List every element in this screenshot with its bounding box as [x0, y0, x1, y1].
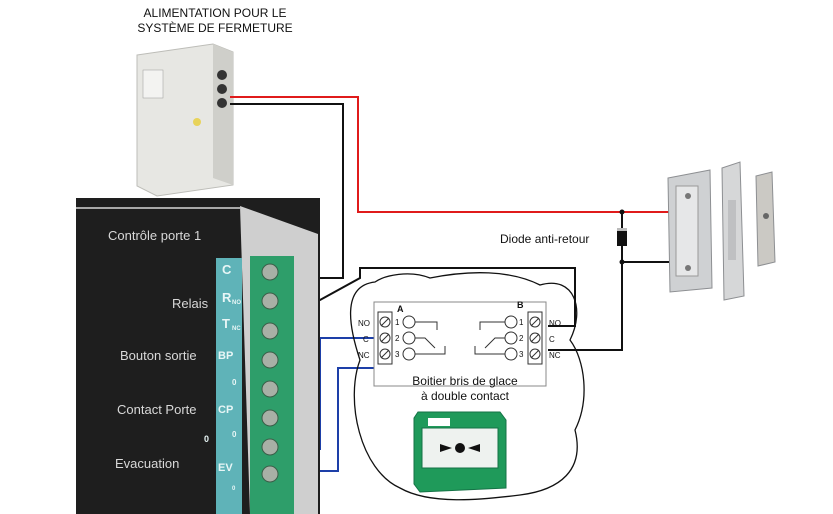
- glassbox-a-pin-3: 3: [395, 350, 400, 359]
- power-supply-title: ALIMENTATION POUR LE SYSTÈME DE FERMETUR…: [137, 6, 293, 35]
- glassbox-right-nc: NC: [549, 351, 561, 360]
- glassbox-a-pin-2: 2: [395, 334, 400, 343]
- glassbox-right-c: C: [549, 335, 555, 344]
- board-label-bouton-sortie: Bouton sortie: [120, 348, 197, 363]
- terminal-tag-ev: EV: [218, 462, 233, 474]
- terminal-tag-bp: BP: [218, 350, 234, 362]
- glassbox-left-c: C: [363, 335, 369, 344]
- terminal-tag-t: T: [222, 316, 230, 331]
- glassbox-side-b: B: [517, 300, 524, 310]
- board-header: Contrôle porte 1: [108, 228, 202, 243]
- glassbox-label: Boitier bris de glace à double contact: [412, 374, 518, 403]
- terminal-sub-ev: 0: [204, 434, 210, 444]
- board-label-contact-porte: Contact Porte: [117, 402, 197, 417]
- strike-plate: [721, 161, 745, 301]
- glassbox-a-pin-1: 1: [395, 318, 400, 327]
- terminal-sub-bp: 0: [232, 378, 237, 387]
- terminal-tag-cp: CP: [218, 404, 234, 416]
- diode-symbol: [617, 228, 627, 246]
- positive-wire: [230, 96, 672, 213]
- control-board: [76, 198, 320, 514]
- board-label-evacuation: Evacuation: [115, 456, 180, 471]
- screw-terminals: [261, 263, 279, 483]
- power-supply-unit: [136, 43, 234, 197]
- glassbox-b-pin-3: 3: [519, 350, 524, 359]
- glassbox-cloud-outline: [349, 272, 585, 501]
- terminal-tag-r: R: [222, 290, 232, 305]
- glassbox-schematic: [373, 301, 547, 387]
- terminal-sub-nc: NC: [232, 326, 241, 332]
- glassbox-side-a: A: [397, 304, 404, 314]
- glassbox-to-lock-wire: [548, 261, 672, 351]
- lip-plate: [755, 171, 776, 267]
- glassbox-left-no: NO: [358, 319, 370, 328]
- glassbox-right-no: NO: [549, 319, 561, 328]
- terminal-sub-cp: 0: [232, 430, 237, 439]
- diode-label: Diode anti-retour: [500, 232, 590, 246]
- manual-call-point: [413, 411, 507, 493]
- terminal-sub-no: NO: [232, 300, 241, 306]
- terminal-tag-c: C: [222, 262, 232, 277]
- terminal-sub-ev2: 0: [232, 486, 236, 492]
- glassbox-left-nc: NC: [358, 351, 370, 360]
- electric-strike: [667, 169, 713, 293]
- glassbox-b-pin-1: 1: [519, 318, 524, 327]
- glassbox-b-pin-2: 2: [519, 334, 524, 343]
- board-label-relais: Relais: [172, 296, 209, 311]
